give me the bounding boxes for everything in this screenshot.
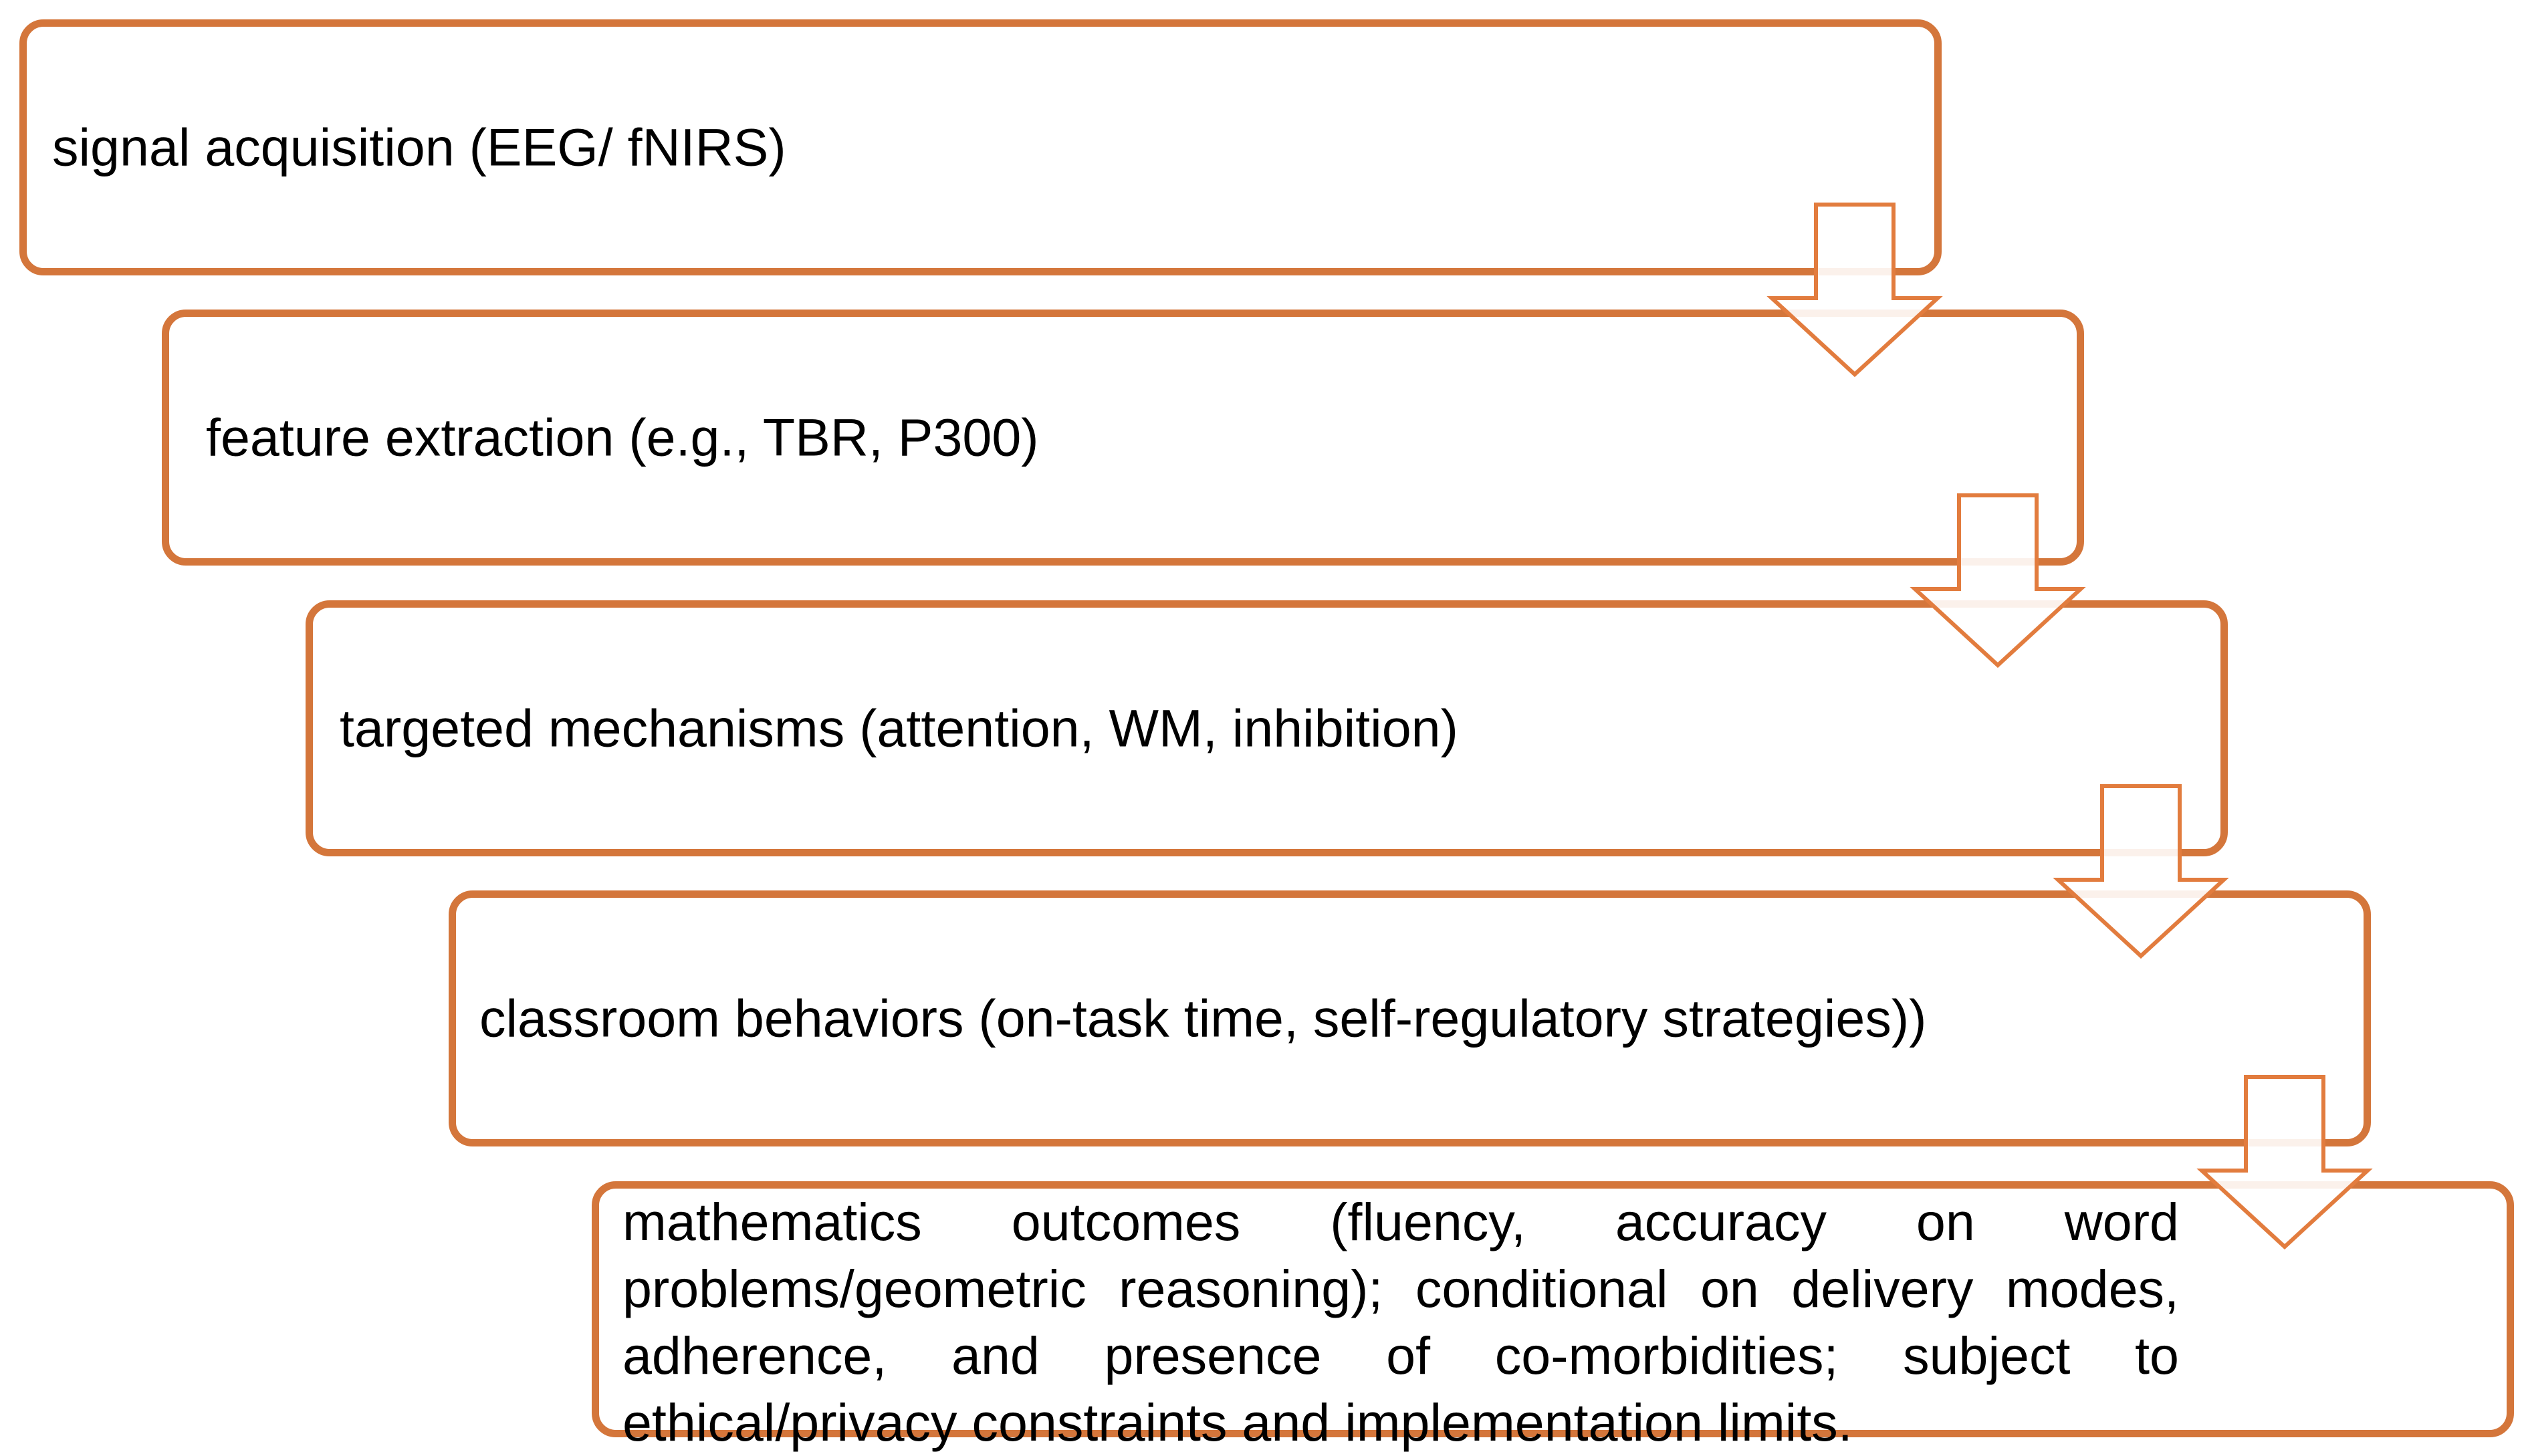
down-arrow-icon-4: [2196, 1075, 2373, 1250]
step-label-mathematics-outcomes: mathematics outcomes (fluency, accuracy …: [622, 1192, 2179, 1452]
step-label-feature-extraction: feature extraction (e.g., TBR, P300): [206, 407, 1039, 467]
step-box-mathematics-outcomes: mathematics outcomes (fluency, accuracy …: [592, 1181, 2514, 1452]
down-arrow-icon-3: [2053, 784, 2229, 959]
step-label-classroom-behaviors: classroom behaviors (on-task time, self-…: [479, 988, 1927, 1048]
step-box-signal-acquisition: signal acquisition (EEG/ fNIRS): [19, 19, 1942, 275]
down-arrow-icon-1: [1766, 203, 1943, 378]
step-box-targeted-mechanisms: targeted mechanisms (attention, WM, inhi…: [306, 600, 2228, 856]
step-box-feature-extraction: feature extraction (e.g., TBR, P300): [162, 310, 2084, 566]
step-label-signal-acquisition: signal acquisition (EEG/ fNIRS): [52, 117, 786, 177]
down-arrow-icon-2: [1910, 493, 2086, 669]
step-box-classroom-behaviors: classroom behaviors (on-task time, self-…: [449, 890, 2371, 1146]
step-label-targeted-mechanisms: targeted mechanisms (attention, WM, inhi…: [340, 698, 1458, 758]
